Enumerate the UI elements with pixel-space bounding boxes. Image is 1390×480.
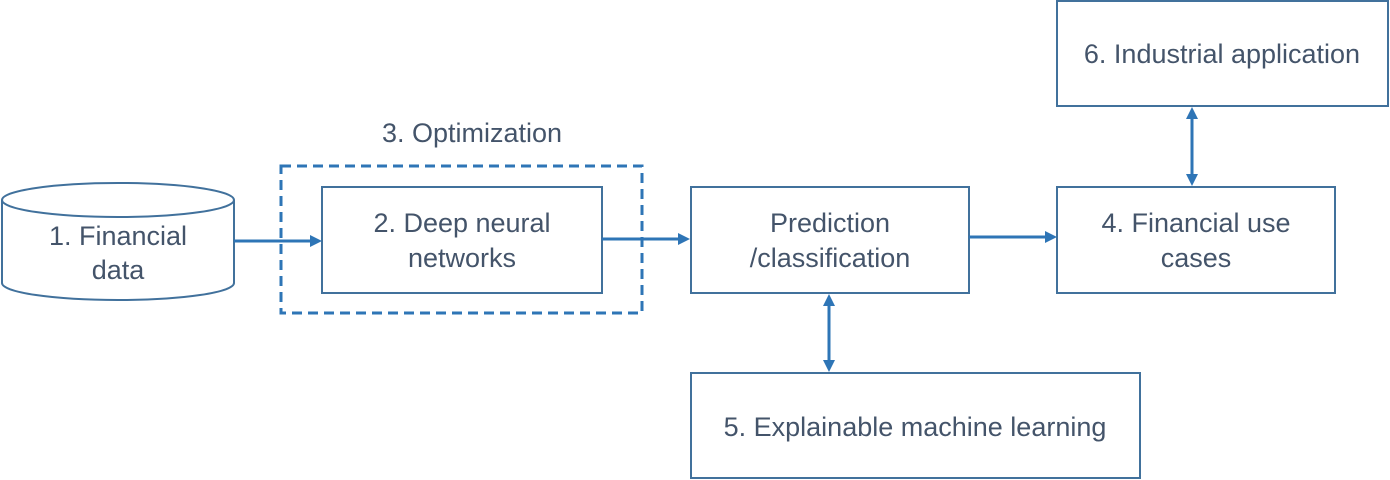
prediction-label-line1: Prediction [770,208,890,238]
node-dnn: 2. Deep neural networks [321,186,603,294]
arrowhead-down-icon [1186,174,1198,186]
node-xml: 5. Explainable machine learning [690,372,1141,479]
edge-data-to-dnn [234,235,322,247]
use-cases-label-line1: 4. Financial use [1101,208,1290,238]
arrowhead-icon [1045,231,1057,243]
arrowhead-icon [678,233,690,245]
use-cases-label-line2: cases [1161,243,1232,273]
edge-dnn-to-prediction [602,233,690,245]
edge-use-cases-industrial [1186,107,1198,186]
arrowhead-up-icon [1186,107,1198,119]
xml-label: 5. Explainable machine learning [724,412,1107,442]
industrial-box [1056,0,1389,107]
edge-prediction-to-use-cases [969,231,1057,243]
prediction-label-line2: /classification [750,243,911,273]
use-cases-box [1056,186,1336,294]
node-prediction: Prediction /classification [690,186,970,294]
node-industrial: 6. Industrial application [1056,0,1389,107]
arrowhead-icon [310,235,322,247]
edge-prediction-xml [823,294,835,372]
node-financial-data: 1. Financial data [0,182,235,301]
cylinder-top [1,182,235,218]
cylinder-body [0,200,235,301]
arrowhead-up-icon [823,294,835,306]
financial-data-label-line2: data [92,255,146,285]
dnn-label-line1: 2. Deep neural [373,208,550,238]
xml-box [690,372,1141,479]
industrial-label: 6. Industrial application [1084,39,1360,69]
financial-data-label-line1: 1. Financial [49,221,187,251]
prediction-box [690,186,970,294]
arrowhead-down-icon [823,360,835,372]
node-use-cases: 4. Financial use cases [1056,186,1336,294]
optimization-label: 3. Optimization [382,118,562,148]
dnn-box [321,186,603,294]
dnn-label-line2: networks [408,243,516,273]
